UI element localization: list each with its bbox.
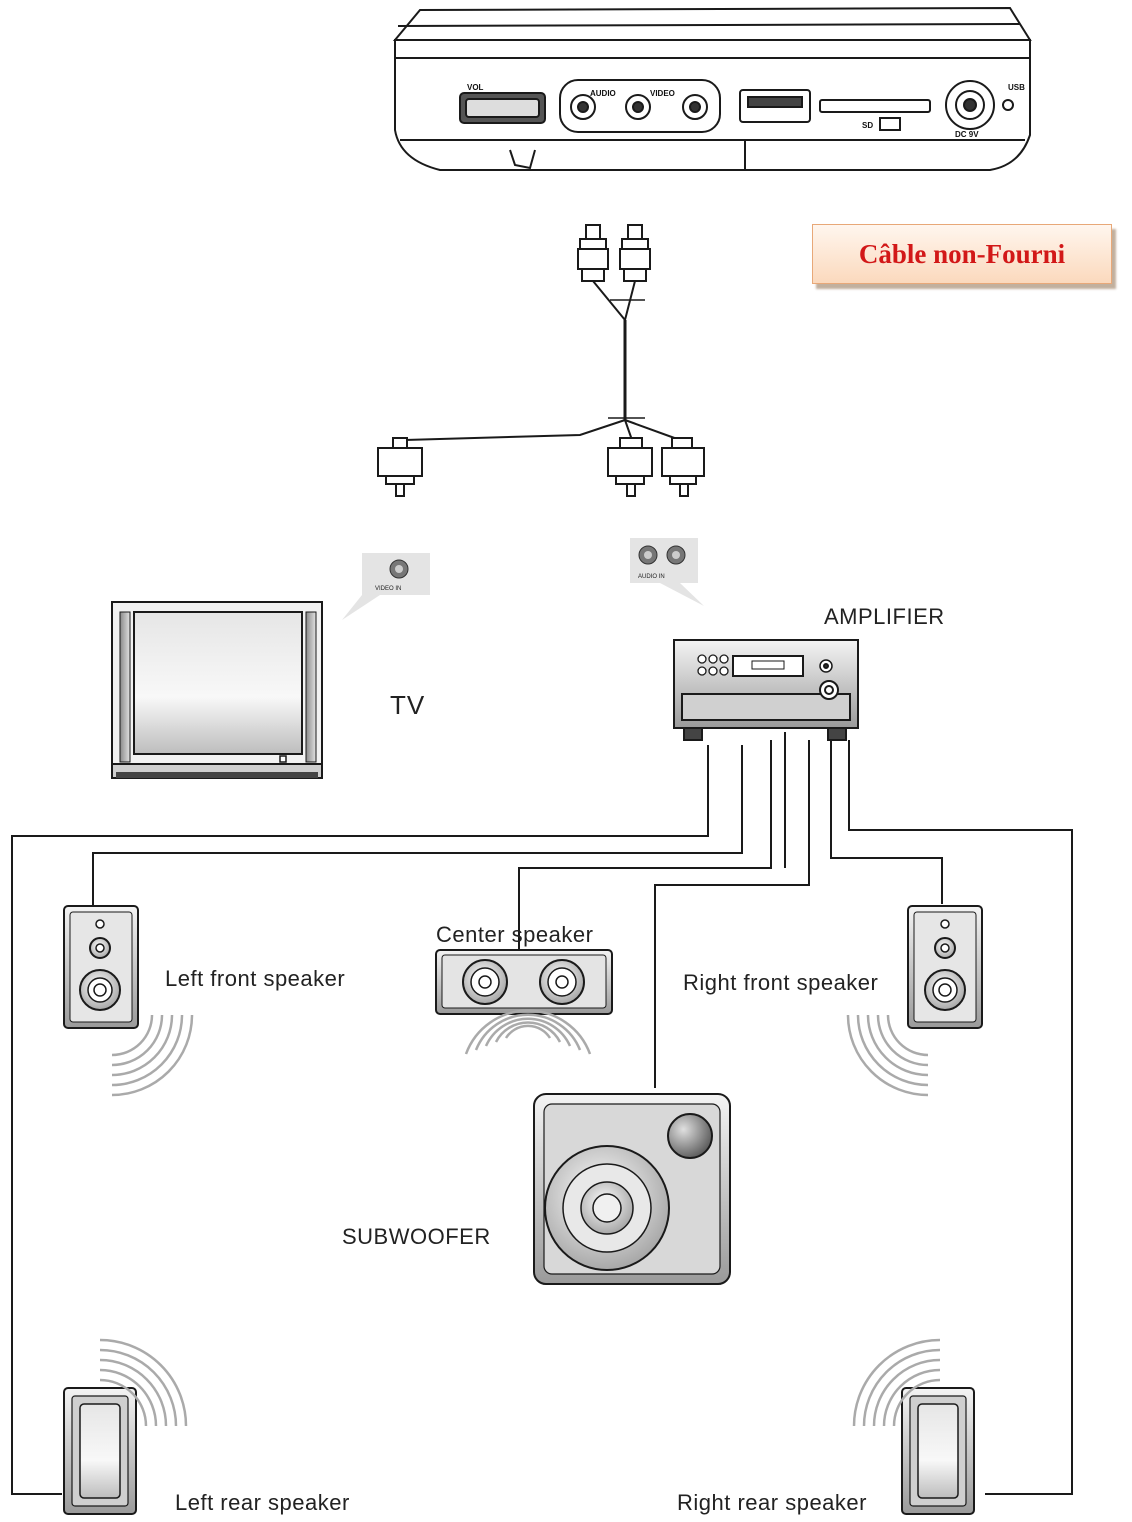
port-label-video: VIDEO [650, 89, 675, 98]
subwoofer-illustration [533, 1093, 731, 1285]
right-rear-speaker-label: Right rear speaker [677, 1490, 867, 1515]
tv-illustration [111, 601, 323, 779]
left-front-speaker-illustration [63, 905, 139, 1029]
cable-not-supplied-note: Câble non-Fourni [812, 224, 1112, 284]
port-label-audio: AUDIO [590, 89, 616, 98]
left-rear-sound-waves [99, 1338, 188, 1427]
right-front-speaker-label: Right front speaker [683, 970, 879, 995]
right-front-speaker-illustration [907, 905, 983, 1029]
amplifier-label: AMPLIFIER [824, 604, 945, 629]
tv-label: TV [390, 690, 426, 720]
speaker-wiring [11, 732, 1073, 1495]
right-rear-speaker-illustration [901, 1387, 975, 1515]
left-front-speaker-label: Left front speaker [165, 966, 346, 991]
port-label-sd: SD [862, 121, 873, 130]
port-label-usb: USB [1008, 83, 1025, 92]
center-speaker-illustration [435, 949, 613, 1015]
audio-in-callout: AUDIO IN [630, 538, 704, 606]
port-label-vol: VOL [467, 83, 484, 92]
right-front-sound-waves [846, 1014, 929, 1097]
portable-player-illustration [392, 6, 1032, 171]
center-sound-waves [464, 1009, 592, 1055]
left-rear-speaker-illustration [63, 1387, 137, 1515]
video-in-label: VIDEO IN [375, 586, 401, 592]
amplifier-illustration [673, 639, 859, 741]
audio-in-label: AUDIO IN [638, 574, 665, 580]
video-in-callout: VIDEO IN [342, 553, 430, 620]
subwoofer-label: SUBWOOFER [342, 1224, 491, 1249]
right-rear-sound-waves [852, 1338, 941, 1427]
port-label-dc: DC 9V [955, 130, 979, 139]
center-speaker-label: Center speaker [436, 922, 594, 947]
sd-slot-icon [819, 99, 931, 113]
av-cable-illustration [377, 224, 705, 497]
left-rear-speaker-label: Left rear speaker [175, 1490, 350, 1515]
left-front-sound-waves [111, 1014, 194, 1097]
